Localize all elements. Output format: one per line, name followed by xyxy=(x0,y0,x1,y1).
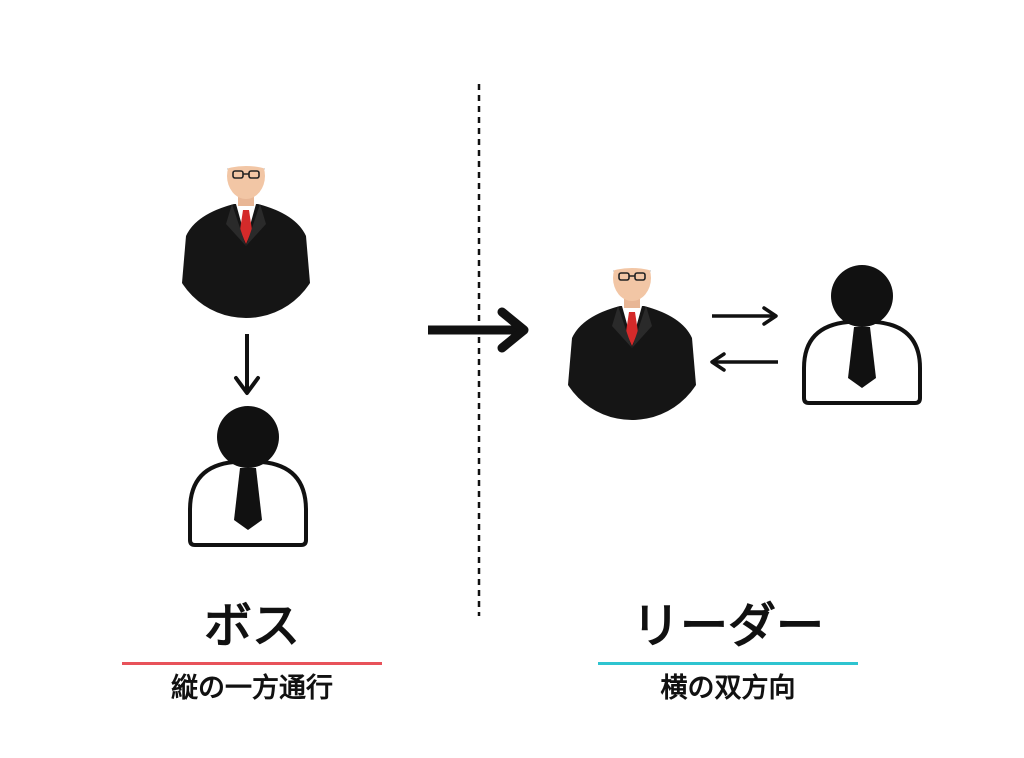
leader-title: リーダー xyxy=(631,598,824,654)
boss-title: ボス xyxy=(203,598,300,654)
arrow-down-icon xyxy=(234,334,260,395)
arrow-right-icon xyxy=(428,307,529,353)
subordinate-left-icon xyxy=(188,406,308,547)
subordinate-right-icon xyxy=(802,265,922,405)
boss-subtitle: 縦の一方通行 xyxy=(171,673,333,704)
leader-underline xyxy=(598,662,858,665)
boss-right-icon xyxy=(564,268,700,420)
leader-subtitle: 横の双方向 xyxy=(660,673,796,704)
bidirectional-arrows-icon xyxy=(710,306,778,372)
boss-underline xyxy=(122,662,382,665)
boss-left-icon xyxy=(178,166,314,318)
